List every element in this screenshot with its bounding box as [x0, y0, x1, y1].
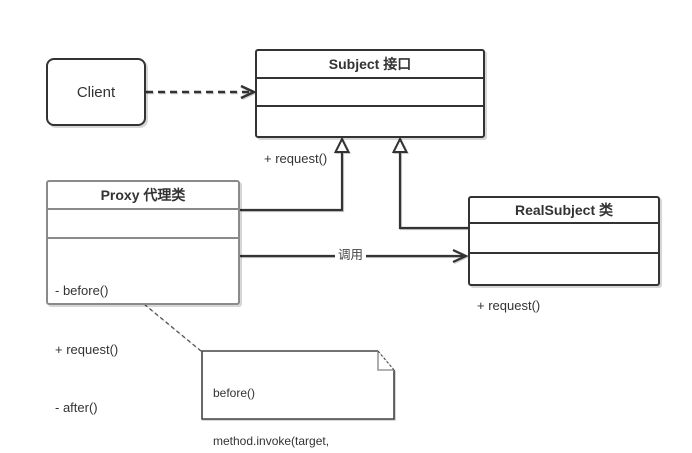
- proxy-method: + request(): [55, 341, 119, 357]
- node-subject-interface[interactable]: Subject 接口 + request(): [255, 49, 485, 166]
- subject-title: Subject 接口: [257, 51, 483, 79]
- proxy-method: - before(): [55, 283, 109, 298]
- realsubject-attributes-section: [470, 224, 658, 254]
- proxy-method: - after(): [55, 400, 98, 415]
- note-shape[interactable]: [201, 350, 395, 420]
- edge-realsubject-to-subject[interactable]: [391, 136, 469, 230]
- proxy-attributes-section: [48, 210, 238, 239]
- proxy-title: Proxy 代理类: [48, 182, 238, 210]
- note-border: [201, 350, 395, 420]
- call-edge-label: 调用: [335, 248, 367, 263]
- proxy-methods-section: - before() + request() - after(): [48, 239, 238, 453]
- hollow-triangle-icon: [391, 136, 409, 153]
- open-arrowhead-icon: [452, 249, 469, 263]
- edge-client-to-subject[interactable]: [146, 84, 257, 100]
- realization-line[interactable]: [240, 152, 344, 212]
- note-fold-flap-icon: [377, 351, 394, 371]
- open-arrowhead-icon: [240, 84, 257, 100]
- client-label: Client: [76, 83, 116, 101]
- subject-method: + request(): [264, 151, 328, 166]
- hollow-triangle-icon: [333, 136, 351, 153]
- note-text[interactable]: before() method.invoke(target, args) aft…: [213, 353, 381, 453]
- node-proxy-class[interactable]: Proxy 代理类 - before() + request() - after…: [46, 180, 240, 415]
- node-realsubject-class[interactable]: RealSubject 类 + request(): [468, 196, 660, 313]
- realsubject-title: RealSubject 类: [470, 198, 658, 224]
- subject-methods-section: + request(): [257, 107, 483, 211]
- node-client[interactable]: Client: [46, 58, 146, 126]
- realsubject-methods-section: + request(): [470, 254, 658, 358]
- note-body[interactable]: [202, 351, 394, 419]
- edge-proxy-to-subject[interactable]: [240, 136, 351, 212]
- note-line: before(): [213, 386, 256, 400]
- edge-proxy-to-note[interactable]: [143, 303, 202, 352]
- realization-line[interactable]: [398, 152, 468, 230]
- note-line: method.invoke(target,: [213, 434, 330, 448]
- subject-attributes-section: [257, 79, 483, 107]
- realsubject-method: + request(): [477, 298, 541, 313]
